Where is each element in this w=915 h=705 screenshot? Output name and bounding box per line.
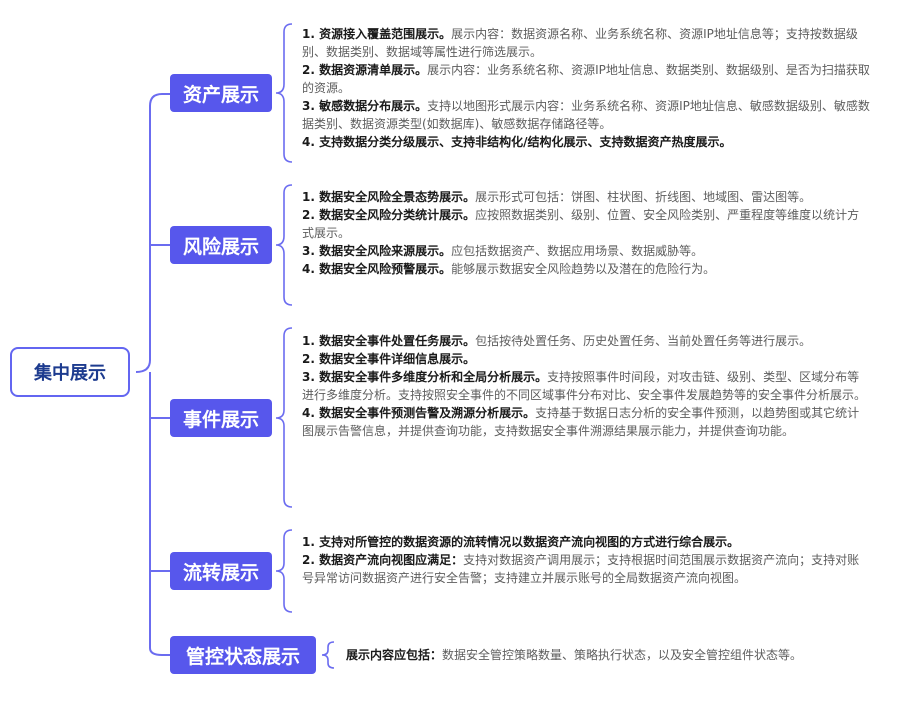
list-item: 3. 数据安全风险来源展示。应包括数据资产、数据应用场景、数据威胁等。 [302, 244, 704, 258]
branch-asset: 资产展示 [170, 74, 272, 112]
detail-event: 1. 数据安全事件处置任务展示。包括按待处置任务、历史处置任务、当前处置任务等进… [302, 332, 870, 440]
list-item: 3. 数据安全事件多维度分析和全局分析展示。支持按照事件时间段，对攻击链、级别、… [302, 370, 867, 402]
branch-risk: 风险展示 [170, 226, 272, 264]
connector-control [149, 372, 170, 656]
brace-control [321, 641, 335, 669]
list-item: 4. 数据安全事件预测告警及溯源分析展示。支持基于数据日志分析的安全事件预测，以… [302, 406, 860, 438]
branch-label: 事件展示 [182, 408, 259, 431]
list-item: 2. 数据资产流向视图应满足：支持对数据资产调用展示；支持根据时间范围展示数据资… [302, 553, 860, 585]
list-item: 2. 数据资源清单展示。展示内容：业务系统名称、资源IP地址信息、数据类别、数据… [302, 63, 870, 95]
list-item: 2. 数据安全事件详细信息展示。 [302, 352, 476, 366]
list-item: 3. 敏感数据分布展示。支持以地图形式展示内容：业务系统名称、资源IP地址信息、… [302, 99, 870, 131]
branch-control: 管控状态展示 [170, 636, 316, 674]
brace-asset [275, 23, 293, 163]
root-node: 集中展示 [10, 347, 130, 397]
list-item: 2. 数据安全风险分类统计展示。应按照数据类别、级别、位置、安全风险类别、严重程… [302, 208, 860, 240]
connector-asset [135, 93, 170, 373]
detail-flow: 1. 支持对所管控的数据资源的流转情况以数据资产流向视图的方式进行综合展示。 2… [302, 533, 870, 587]
brace-flow [275, 529, 293, 613]
detail-risk: 1. 数据安全风险全景态势展示。展示形式可包括：饼图、柱状图、折线图、地域图、雷… [302, 188, 870, 278]
branch-label: 风险展示 [182, 235, 259, 258]
list-item: 1. 数据安全风险全景态势展示。展示形式可包括：饼图、柱状图、折线图、地域图、雷… [302, 190, 812, 204]
branch-label: 流转展示 [182, 561, 259, 584]
list-item: 展示内容应包括：数据安全管控策略数量、策略执行状态，以及安全管控组件状态等。 [346, 648, 803, 662]
branch-flow: 流转展示 [170, 552, 272, 590]
branch-label: 管控状态展示 [185, 645, 300, 668]
detail-asset: 1. 资源接入覆盖范围展示。展示内容：数据资源名称、业务系统名称、资源IP地址信… [302, 25, 870, 151]
list-item: 4. 支持数据分类分级展示、支持非结构化/结构化展示、支持数据资产热度展示。 [302, 135, 732, 149]
brace-risk [275, 184, 293, 306]
list-item: 4. 数据安全风险预警展示。能够展示数据安全风险趋势以及潜在的危险行为。 [302, 262, 716, 276]
detail-control: 展示内容应包括：数据安全管控策略数量、策略执行状态，以及安全管控组件状态等。 [346, 646, 906, 664]
list-item: 1. 资源接入覆盖范围展示。展示内容：数据资源名称、业务系统名称、资源IP地址信… [302, 27, 858, 59]
list-item: 1. 支持对所管控的数据资源的流转情况以数据资产流向视图的方式进行综合展示。 [302, 535, 740, 549]
root-label: 集中展示 [34, 363, 106, 384]
brace-event [275, 327, 293, 508]
branch-event: 事件展示 [170, 399, 272, 437]
branch-label: 资产展示 [182, 83, 259, 106]
list-item: 1. 数据安全事件处置任务展示。包括按待处置任务、历史处置任务、当前处置任务等进… [302, 334, 812, 348]
